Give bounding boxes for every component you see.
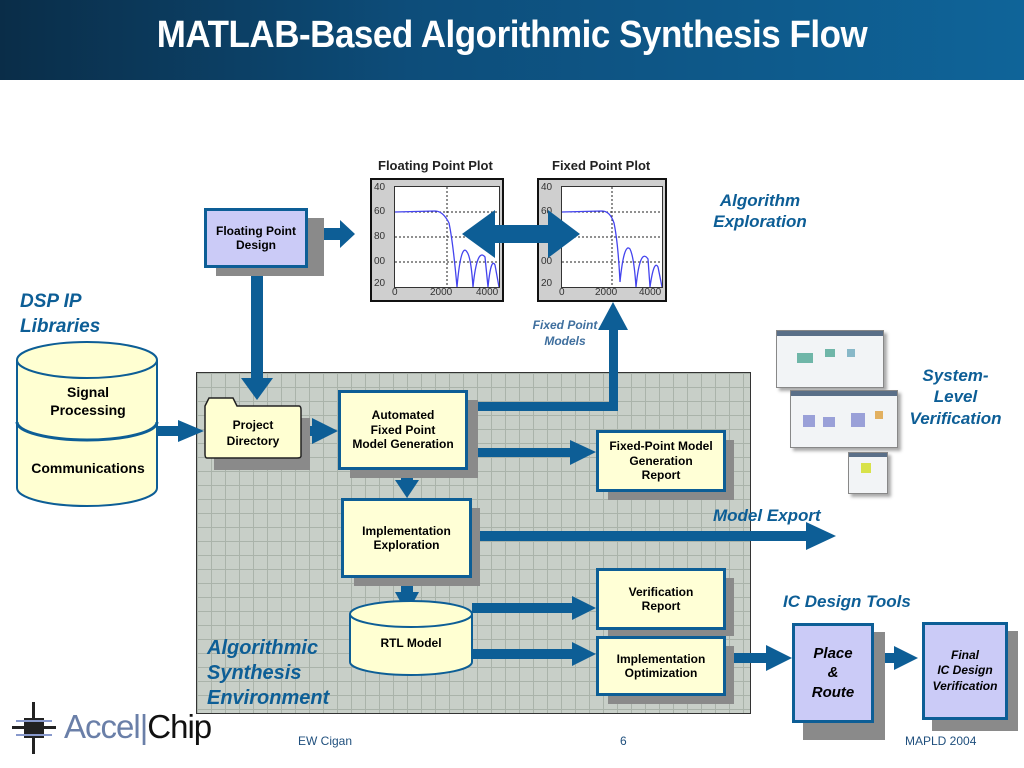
fixed-point-plot-title: Fixed Point Plot bbox=[552, 158, 651, 173]
accelchip-logo-icon bbox=[12, 702, 56, 754]
arrow-automated-report bbox=[570, 440, 596, 465]
footer-author: EW Cigan bbox=[298, 734, 353, 748]
arrow-rtl-optimization bbox=[572, 642, 596, 666]
model-export-label: Model Export bbox=[713, 506, 821, 525]
arrow-optimization-place bbox=[766, 645, 792, 671]
arrow-fixed-point-models bbox=[598, 302, 628, 330]
footer-page-number: 6 bbox=[620, 734, 627, 748]
place-route-box[interactable]: Place&Route bbox=[792, 623, 874, 723]
system-screenshot-3 bbox=[848, 452, 888, 494]
arrow-library-project bbox=[178, 420, 204, 442]
title-bar: MATLAB-Based Algorithmic Synthesis Flow bbox=[0, 0, 1024, 80]
arrow-project-automated bbox=[312, 418, 338, 444]
rtl-model-cylinder[interactable] bbox=[348, 600, 474, 680]
page-title: MATLAB-Based Algorithmic Synthesis Flow bbox=[156, 14, 868, 56]
arrow-model-export bbox=[806, 522, 836, 550]
fixed-point-plot-curve bbox=[561, 187, 663, 288]
system-screenshot-1 bbox=[776, 330, 884, 388]
arrow-plot-compare bbox=[462, 210, 580, 258]
project-directory-folder[interactable] bbox=[203, 396, 303, 462]
arrow-rtl-verification bbox=[572, 596, 596, 620]
floating-point-plot: 40 60 80 00 20 0 2000 4000 bbox=[370, 178, 504, 302]
floating-point-plot-title: Floating Point Plot bbox=[378, 158, 493, 173]
footer-event: MAPLD 2004 bbox=[905, 734, 977, 748]
system-screenshot-2 bbox=[790, 390, 898, 448]
dsp-library-cylinder bbox=[15, 341, 159, 507]
rtl-model-label: RTL Model bbox=[380, 636, 442, 650]
library-communications[interactable]: Communications bbox=[31, 460, 145, 476]
arrow-automated-impl bbox=[395, 480, 419, 498]
ic-design-tools-label: IC Design Tools bbox=[783, 592, 911, 611]
arrow-design-down bbox=[241, 378, 273, 400]
arrow-place-final bbox=[894, 646, 918, 670]
fixed-point-plot: 40 60 80 00 20 0 2000 4000 bbox=[537, 178, 667, 302]
floating-point-plot-curve bbox=[394, 187, 500, 288]
accelchip-logo-text: Accel|Chip bbox=[64, 708, 212, 745]
